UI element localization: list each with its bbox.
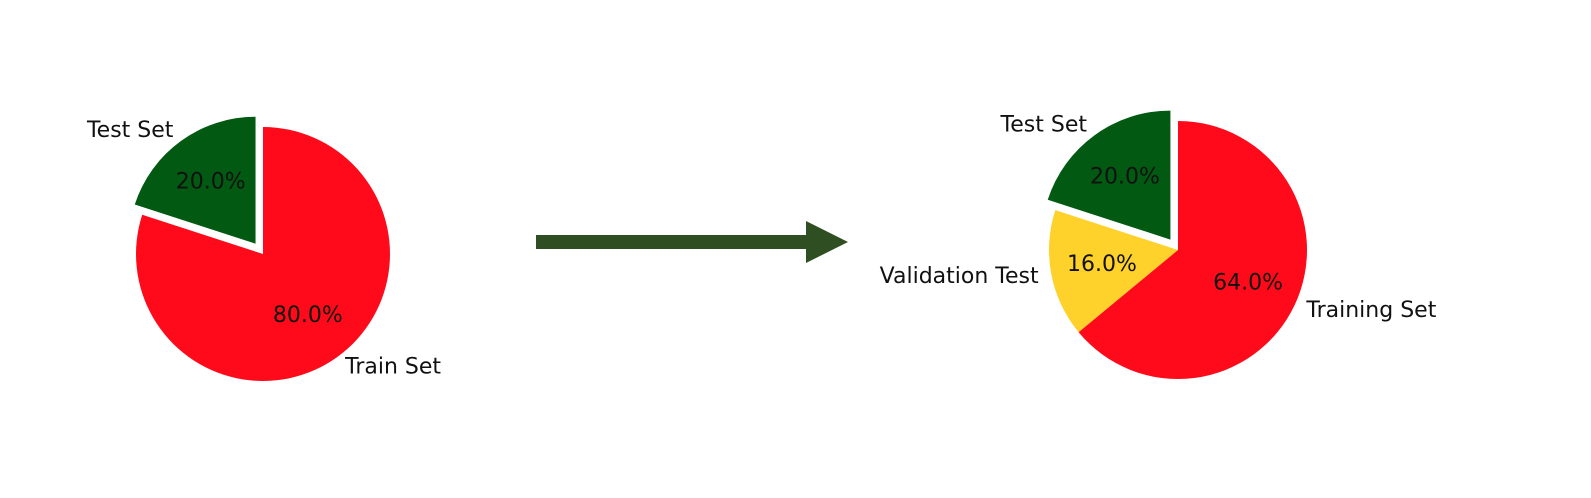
pie-category-label-train-set: Train Set xyxy=(344,355,441,380)
pie-chart-left: 20.0% Test Set 80.0% Train Set xyxy=(86,116,441,381)
pie-slice-test-set xyxy=(134,116,256,244)
pie-category-label-test-set: Test Set xyxy=(86,118,174,143)
transition-arrow xyxy=(536,221,848,263)
pie-pct-label-validation-test: 16.0% xyxy=(1067,252,1137,277)
pie-pct-label-test-set: 20.0% xyxy=(176,170,246,195)
pie-pct-label-training-set: 64.0% xyxy=(1213,270,1283,295)
pie-category-label-validation-test: Validation Test xyxy=(880,264,1039,289)
pie-slice-training-set xyxy=(1078,121,1307,379)
pie-category-label-training-set: Training Set xyxy=(1305,298,1436,323)
pie-slice-test-set xyxy=(1047,110,1171,240)
arrow-shape xyxy=(536,221,848,263)
pie-pct-label-train-set: 80.0% xyxy=(273,303,343,328)
pie-category-label-test-set: Test Set xyxy=(1000,112,1088,137)
pie-chart-right: 20.0% Test Set 16.0% Validation Test 64.0% Tr… xyxy=(880,110,1437,379)
pie-slice-validation-test xyxy=(1049,210,1178,333)
pie-pct-label-test-set: 20.0% xyxy=(1090,164,1160,189)
pie-slice-train-set xyxy=(136,127,390,381)
